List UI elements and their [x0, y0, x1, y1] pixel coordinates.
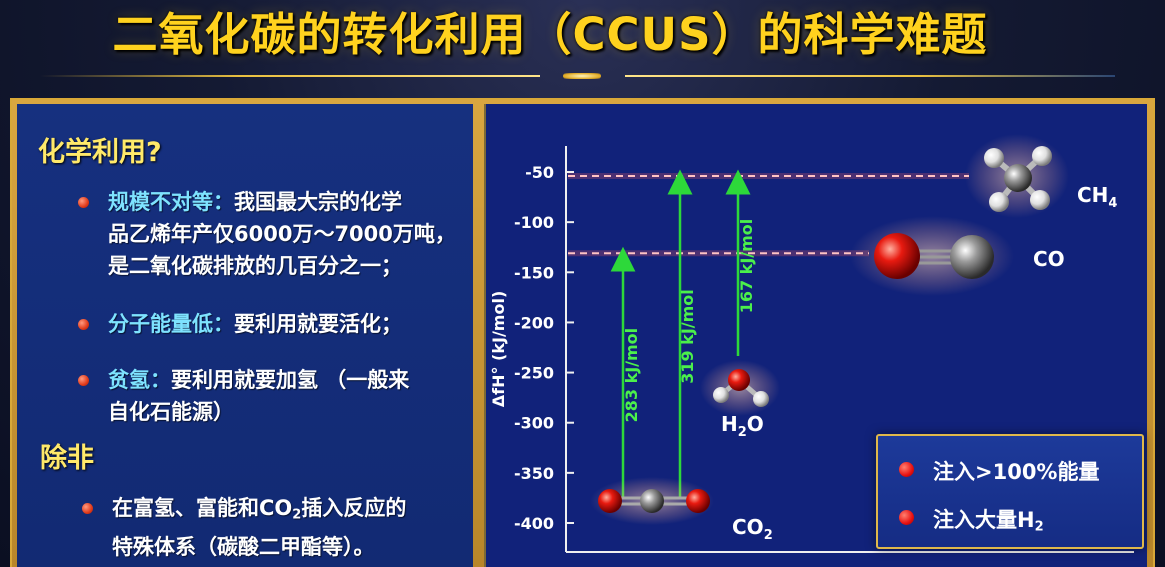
heading-unless: 除非 [40, 443, 94, 474]
left-text-panel [17, 104, 473, 567]
bullet-dot-icon [78, 319, 89, 330]
legend-dot-icon [899, 462, 914, 477]
legend-item-hydrogen: 注入大量H2 [899, 504, 1044, 535]
bullet-hydrogen-poor: 贫氢：要利用就要加氢 （一般来 自化石能源） [78, 364, 410, 428]
species-label-co: CO [1033, 247, 1065, 271]
bullet-text: 要利用就要活化； [234, 312, 402, 336]
bullet-text-post: 插入反应的 [301, 496, 407, 520]
subscript: 2 [292, 507, 302, 523]
bullet-scale: 规模不对等：我国最大宗的化学 品乙烯年产仅6000万～7000万吨， 是二氧化碳… [78, 186, 456, 282]
y-axis-label: ΔfH° (kJ/mol) [489, 291, 508, 408]
bullet-text-line2: 自化石能源） [108, 400, 234, 424]
bullet-keyword: 规模不对等： [108, 190, 234, 214]
bullet-dot-icon [78, 197, 89, 208]
y-tick-label: -300 [514, 414, 554, 433]
h2o-molecule-icon [700, 360, 780, 416]
heading-chemical-use: 化学利用? [38, 137, 162, 168]
legend-text: 注入>100%能量 [933, 460, 1100, 484]
bullet-text-line3: 是二氧化碳排放的几百分之一； [108, 254, 402, 278]
bullet-low-energy: 分子能量低：要利用就要活化； [78, 308, 402, 340]
y-tick-label: -400 [514, 514, 554, 533]
co-molecule-icon [850, 216, 1014, 296]
y-tick-label: -200 [514, 313, 554, 332]
legend-panel: 注入>100%能量 注入大量H2 [876, 434, 1144, 549]
slide-title: 二氧化碳的转化利用（CCUS）的科学难题 [112, 8, 988, 61]
bullet-special-system: 在富氢、富能和CO2插入反应的 特殊体系（碳酸二甲酯等）。 [82, 492, 407, 563]
legend-dot-icon [899, 510, 914, 525]
bullet-text: 要利用就要加氢 （一般来 [171, 368, 410, 392]
y-tick-label: -100 [514, 213, 554, 232]
legend-text: 注入大量H [933, 508, 1035, 532]
molecules [590, 134, 1069, 525]
transition-label: 319 kJ/mol [678, 289, 697, 384]
bullet-text-line2: 品乙烯年产仅6000万～7000万吨， [108, 222, 456, 246]
bullet-dot-icon [82, 503, 93, 514]
co2-molecule-icon [590, 477, 714, 525]
title-divider [40, 73, 1115, 79]
y-tick-label: -250 [514, 364, 554, 383]
bullet-keyword: 分子能量低： [108, 312, 234, 336]
y-tick-label: -350 [514, 464, 554, 483]
transition-arrows: 283 kJ/mol 319 kJ/mol 167 kJ/mol [610, 169, 756, 497]
ch4-molecule-icon [965, 134, 1069, 218]
y-axis: -50 -100 -150 -200 -250 -300 -350 -400 ΔfH° (kJ/… [489, 146, 1134, 553]
subscript: 2 [1034, 519, 1044, 535]
transition-label: 283 kJ/mol [622, 328, 641, 423]
bullet-keyword: 贫氢： [108, 368, 171, 392]
transition-label: 167 kJ/mol [737, 219, 756, 314]
bullet-dot-icon [78, 375, 89, 386]
species-label-co2: CO2 [732, 515, 773, 543]
legend-item-energy: 注入>100%能量 [899, 456, 1100, 486]
bullet-text: 在富氢、富能和CO [112, 496, 293, 520]
energy-level-chart: -50 -100 -150 -200 -250 -300 -350 -400 ΔfH° (kJ/… [489, 134, 1134, 553]
bullet-text-line2: 特殊体系（碳酸二甲酯等）。 [112, 535, 375, 560]
species-label-h2o: H2O [721, 412, 764, 440]
y-tick-label: -150 [514, 263, 554, 282]
species-label-ch4: CH4 [1077, 183, 1117, 211]
y-tick-label: -50 [525, 163, 554, 182]
bullet-text: 我国最大宗的化学 [234, 190, 402, 214]
